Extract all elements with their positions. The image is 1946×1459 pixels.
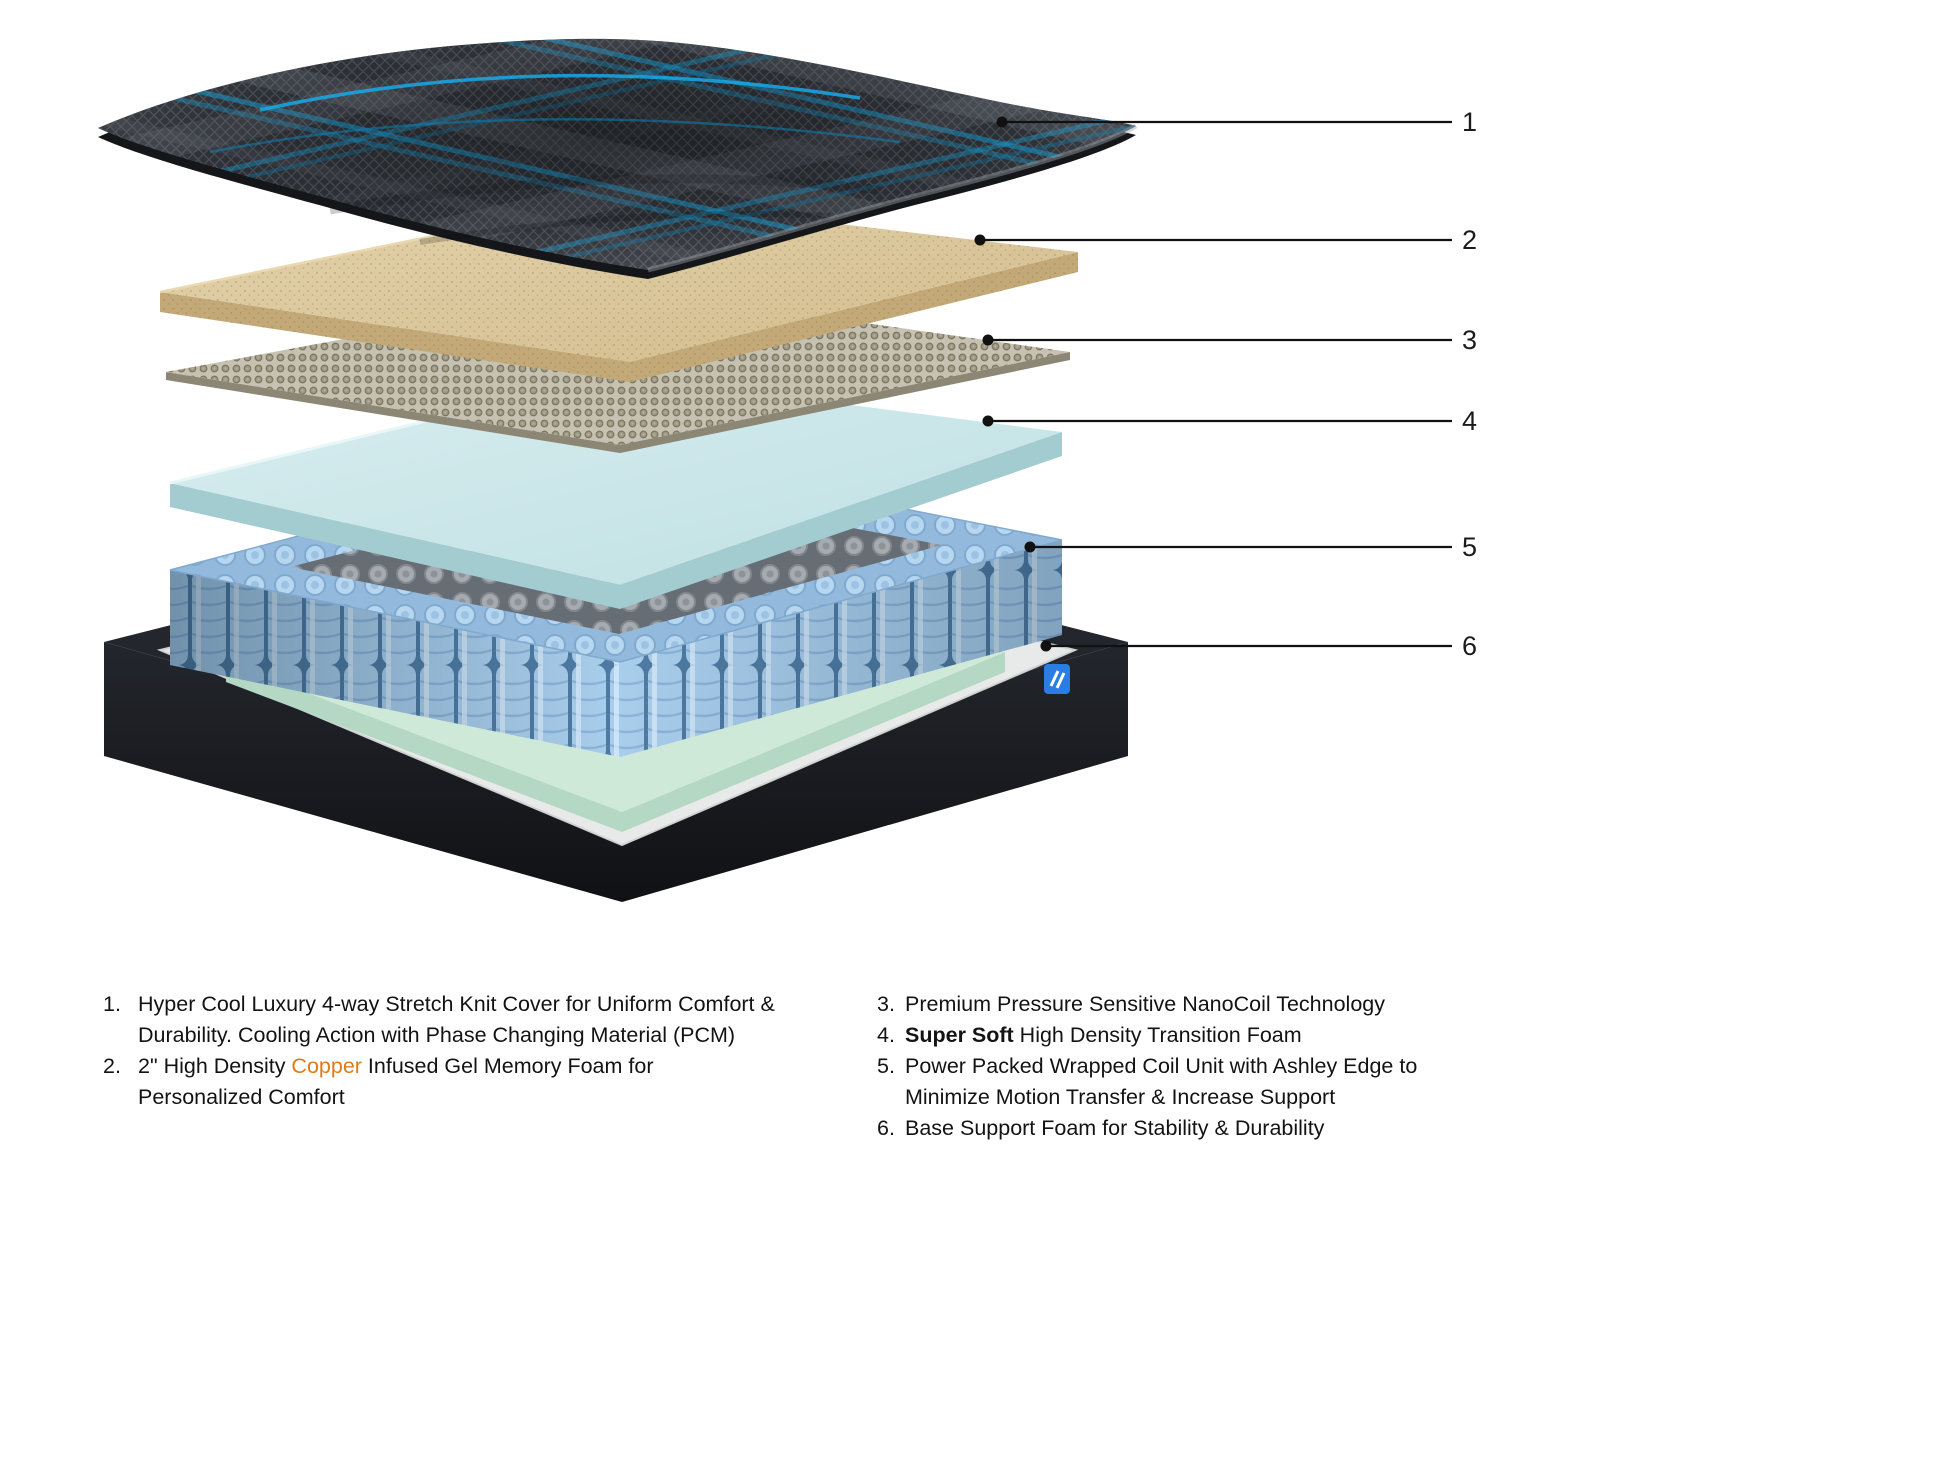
callout-3: 3 [982, 325, 1477, 355]
callout-5: 5 [1024, 532, 1477, 562]
legend-left-column: 1. Hyper Cool Luxury 4-way Stretch Knit … [103, 989, 868, 1113]
callouts: 1 2 3 4 5 [974, 107, 1477, 661]
legend-item-5: 5. Power Packed Wrapped Coil Unit with A… [877, 1051, 1487, 1113]
callout-number-2: 2 [1462, 225, 1477, 255]
callout-number-5: 5 [1462, 532, 1477, 562]
callout-6: 6 [1040, 631, 1477, 661]
callout-4: 4 [982, 406, 1477, 436]
legend-text: Premium Pressure Sensitive NanoCoil Tech… [905, 992, 1385, 1016]
legend-item-2: 2. 2" High Density Copper Infused Gel Me… [103, 1051, 868, 1113]
legend-right-column: 3. Premium Pressure Sensitive NanoCoil T… [877, 989, 1487, 1144]
legend-item-1: 1. Hyper Cool Luxury 4-way Stretch Knit … [103, 989, 868, 1051]
callout-1: 1 [996, 107, 1477, 137]
brand-logo-icon [1044, 664, 1070, 694]
callout-number-6: 6 [1462, 631, 1477, 661]
super-soft-highlight: Super Soft [905, 1023, 1014, 1047]
copper-highlight: Copper [291, 1054, 362, 1078]
legend-number: 2. [103, 1054, 121, 1078]
legend-text: 2" High Density Copper Infused Gel Memor… [138, 1054, 654, 1109]
callout-number-3: 3 [1462, 325, 1477, 355]
legend-item-4: 4. Super Soft High Density Transition Fo… [877, 1020, 1487, 1051]
legend-text: Power Packed Wrapped Coil Unit with Ashl… [905, 1054, 1418, 1109]
callout-number-1: 1 [1462, 107, 1477, 137]
layer-memory-foam [159, 196, 1078, 382]
legend-number: 5. [877, 1054, 895, 1078]
legend-item-3: 3. Premium Pressure Sensitive NanoCoil T… [877, 989, 1487, 1020]
layer-knit-cover [98, 38, 1138, 280]
legend-number: 4. [877, 1023, 895, 1047]
legend-number: 6. [877, 1116, 895, 1140]
legend-item-6: 6. Base Support Foam for Stability & Dur… [877, 1113, 1487, 1144]
legend-text: Base Support Foam for Stability & Durabi… [905, 1116, 1325, 1140]
callout-number-4: 4 [1462, 406, 1477, 436]
legend-text: Super Soft High Density Transition Foam [905, 1023, 1302, 1047]
legend-number: 3. [877, 992, 895, 1016]
legend-number: 1. [103, 992, 121, 1016]
legend-text: Hyper Cool Luxury 4-way Stretch Knit Cov… [138, 992, 775, 1047]
callout-2: 2 [974, 225, 1477, 255]
